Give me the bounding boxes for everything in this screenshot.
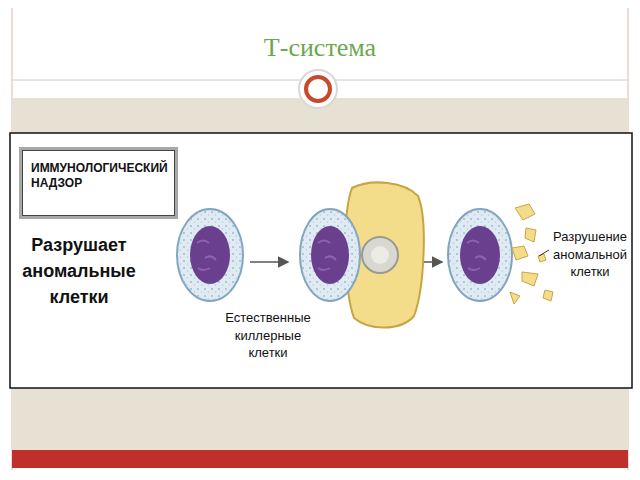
label-box: ИММУНОЛОГИЧЕСКИЙ НАДЗОР [22,150,175,216]
slide-title: Т-система [264,33,376,63]
side-caption: Разрушает аномальные клетки [14,232,144,310]
callout-text: Разрушение аномальной клетки [549,228,631,281]
cell-caption: Естественные киллерные клетки [214,309,322,362]
box-text: ИММУНОЛОГИЧЕСКИЙ НАДЗОР [31,161,149,191]
